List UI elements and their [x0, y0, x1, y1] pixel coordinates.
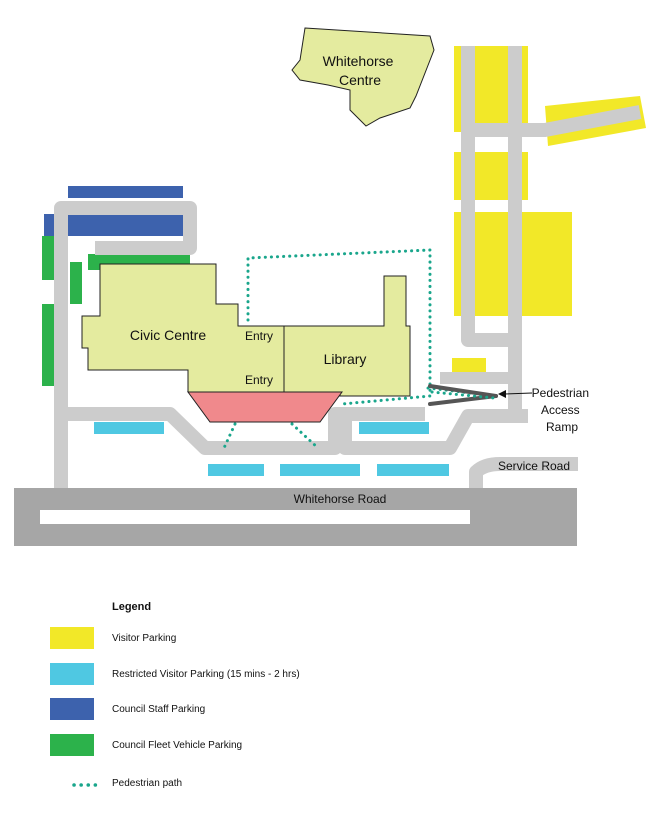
ramp-approach	[440, 372, 516, 384]
legend-item: Restricted Visitor Parking (15 mins - 2 …	[50, 663, 300, 685]
legend-item: Council Staff Parking	[50, 698, 205, 720]
legend-label-path: Pedestrian path	[112, 778, 182, 789]
legend-title: Legend	[112, 601, 151, 613]
legend-label-visitor: Visitor Parking	[112, 633, 176, 644]
ramp-label: Pedestrian Access Ramp	[532, 386, 593, 434]
entry-label-bottom: Entry	[245, 373, 273, 387]
legend-swatch-restricted	[50, 663, 94, 685]
legend-label-fleet: Council Fleet Vehicle Parking	[112, 740, 242, 751]
legend-item: Pedestrian path	[72, 778, 182, 789]
restricted-parking	[94, 422, 449, 476]
legend-label-restricted: Restricted Visitor Parking (15 mins - 2 …	[112, 669, 300, 680]
staff-parking	[44, 186, 184, 236]
ramp-arrow	[498, 390, 533, 398]
legend-item: Council Fleet Vehicle Parking	[50, 734, 242, 756]
legend-swatch-staff	[50, 698, 94, 720]
entry-label-top: Entry	[245, 329, 273, 343]
legend-swatch-visitor	[50, 627, 94, 649]
whitehorse-centre-label: Whitehorse Centre	[323, 53, 398, 88]
legend-item: Visitor Parking	[50, 627, 176, 649]
legend-label-staff: Council Staff Parking	[112, 704, 205, 715]
ramp-dots	[430, 390, 496, 400]
internal-roads	[54, 46, 642, 490]
whitehorse-road-label: Whitehorse Road	[294, 492, 387, 506]
whitehorse-centre-building	[291, 27, 435, 127]
entry-canopy	[187, 391, 343, 423]
legend: Legend Visitor Parking Restricted Visito…	[50, 601, 300, 789]
access-ramp	[428, 384, 498, 406]
library-label: Library	[324, 351, 367, 367]
civic-centre-label: Civic Centre	[130, 327, 206, 343]
service-road-label: Service Road	[498, 459, 570, 473]
visitor-parking	[452, 46, 646, 372]
legend-swatch-fleet	[50, 734, 94, 756]
whitehorse-road-surface	[14, 488, 577, 546]
library-building	[283, 275, 411, 397]
